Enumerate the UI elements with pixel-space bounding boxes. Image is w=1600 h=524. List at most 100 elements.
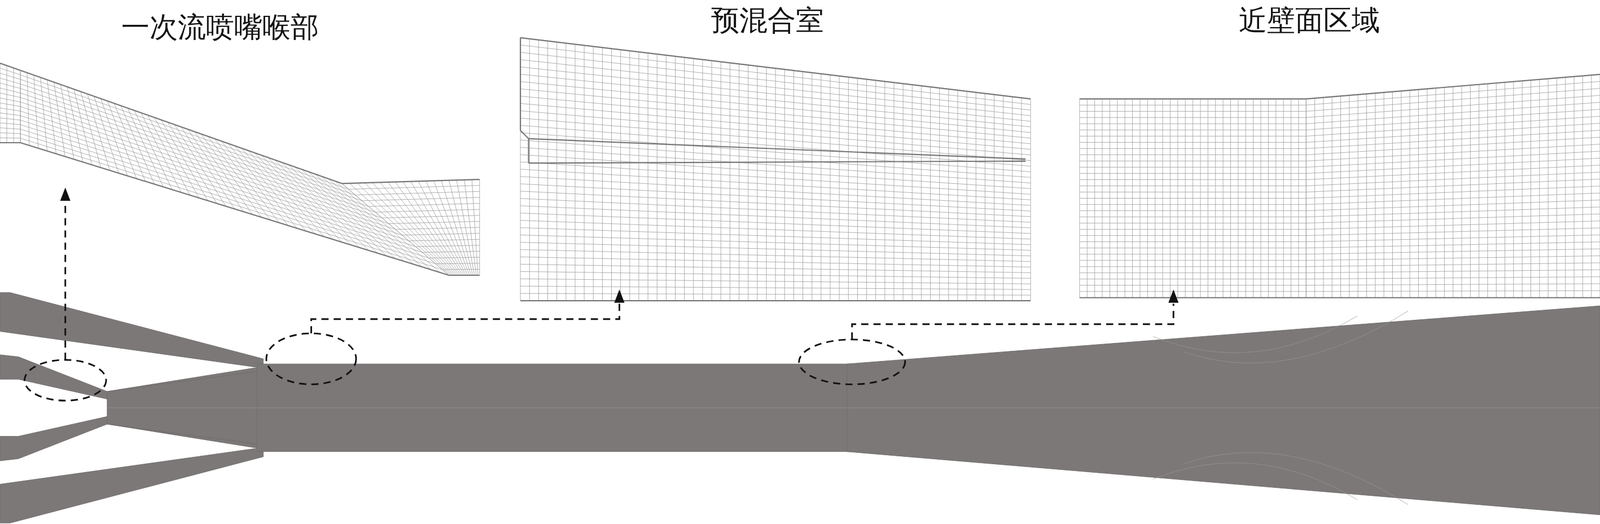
- mesh-line: [1305, 262, 1600, 267]
- mesh-line: [1305, 178, 1600, 192]
- mesh-line: [0, 88, 21, 94]
- faint-mesh-lines: [107, 310, 1600, 505]
- mesh-line: [0, 137, 21, 139]
- arrowhead: [614, 289, 625, 303]
- mesh-line: [520, 286, 1031, 290]
- mesh-line: [342, 179, 480, 184]
- mesh-line: [1305, 213, 1600, 223]
- mesh-line: [1079, 241, 1306, 243]
- mesh-line: [0, 82, 21, 89]
- mesh-line: [368, 203, 480, 207]
- zoom-callouts: [24, 202, 1174, 401]
- mesh-line: [1079, 173, 1306, 174]
- mesh-line: [0, 142, 21, 144]
- mesh-line: [1079, 117, 1306, 118]
- mesh-line: [1079, 222, 1306, 224]
- mesh-line: [401, 233, 480, 236]
- mesh-line: [0, 142, 21, 144]
- mesh-line: [520, 264, 1031, 273]
- mesh-line: [520, 147, 1031, 183]
- mesh-line: [520, 154, 1031, 189]
- zoom-ellipse: [266, 333, 357, 385]
- mesh-line: [0, 98, 21, 103]
- mesh-line: [1079, 179, 1306, 181]
- mesh-line: [520, 132, 1031, 172]
- mesh-line: [1305, 256, 1600, 261]
- mesh-line: [1305, 74, 1600, 99]
- mesh-curve: [1183, 310, 1409, 363]
- mesh-line: [1079, 98, 1306, 100]
- mesh-line: [0, 117, 21, 121]
- nozzle-throat-mesh: [0, 63, 480, 276]
- mesh-line: [1305, 290, 1600, 292]
- mesh-line: [1079, 291, 1306, 292]
- zoom-ellipse: [24, 360, 107, 401]
- inset-heading: 预混合室: [711, 4, 824, 38]
- mesh-line: [1079, 216, 1306, 218]
- mesh-line: [0, 77, 21, 84]
- mesh-line: [422, 251, 480, 253]
- mesh-line: [520, 183, 1031, 212]
- mesh-line: [361, 197, 480, 201]
- mesh-line: [1079, 278, 1306, 280]
- mesh-line: [20, 142, 449, 276]
- mesh-line: [1305, 88, 1600, 112]
- mesh-line: [1079, 167, 1306, 168]
- mesh-line: [520, 74, 1031, 127]
- mesh-line: [1079, 272, 1306, 274]
- mesh-line: [442, 269, 480, 270]
- mesh-line: [1079, 266, 1306, 267]
- mesh-line: [520, 300, 1031, 302]
- mesh-line: [20, 93, 376, 213]
- mesh-line: [449, 274, 480, 276]
- mesh-line: [520, 89, 1031, 139]
- mesh-line: [1305, 165, 1600, 181]
- mesh-line: [0, 107, 21, 112]
- mesh-line: [1079, 247, 1306, 249]
- mesh-line: [20, 97, 383, 218]
- mesh-line: [1305, 277, 1600, 280]
- mesh-line: [1305, 95, 1600, 118]
- secondary-inlet: [0, 292, 263, 368]
- mesh-line: [1079, 235, 1306, 236]
- mesh-line: [1305, 221, 1600, 230]
- mesh-line: [20, 70, 343, 184]
- mesh-line: [388, 221, 480, 224]
- arrowheads: [60, 187, 1179, 304]
- mesh-line: [520, 250, 1031, 262]
- premix-chamber-mesh: [520, 37, 1031, 301]
- mesh-line: [20, 138, 443, 270]
- mesh-line: [0, 128, 21, 130]
- mesh-line: [435, 262, 480, 265]
- mesh-line: [520, 37, 1031, 99]
- mesh-line: [348, 185, 480, 190]
- mesh-line: [1305, 144, 1600, 162]
- mesh-line: [520, 95, 1031, 144]
- leader-line: [852, 304, 1174, 340]
- mesh-line: [1079, 148, 1306, 149]
- mesh-line: [0, 112, 21, 116]
- near-wall-mesh: [1079, 74, 1600, 298]
- mesh-line: [20, 111, 402, 236]
- mesh-line: [1079, 297, 1600, 299]
- mesh-line: [1305, 102, 1600, 124]
- mesh-line: [0, 103, 21, 107]
- mesh-line: [1079, 104, 1306, 106]
- mesh-line: [1079, 204, 1306, 205]
- arrowhead: [1168, 289, 1179, 303]
- mesh-line: [395, 227, 480, 230]
- mesh-line: [1079, 123, 1306, 125]
- mesh-line: [520, 161, 1031, 195]
- secondary-inlet: [0, 448, 263, 524]
- mesh-line: [1079, 260, 1306, 261]
- mesh-line: [1305, 158, 1600, 174]
- mesh-line: [520, 52, 1031, 111]
- mesh-line: [1305, 283, 1600, 286]
- mesh-line: [520, 205, 1031, 229]
- mesh-line: [1079, 129, 1306, 131]
- mesh-line: [1305, 193, 1600, 205]
- mesh-line: [0, 93, 21, 98]
- mesh-line: [520, 130, 529, 139]
- mesh-line: [1079, 229, 1306, 230]
